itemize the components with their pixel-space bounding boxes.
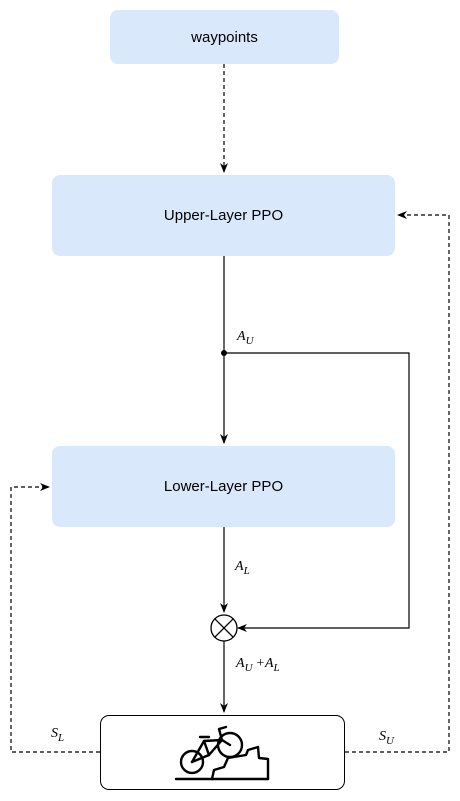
- waypoints-node: waypoints: [110, 10, 339, 64]
- upper-layer-ppo-node: Upper-Layer PPO: [52, 175, 395, 256]
- circle-cross-icon: [210, 614, 238, 642]
- label-au: AU: [236, 329, 255, 347]
- label-sl: SL: [51, 726, 64, 744]
- label-su: SU: [379, 729, 395, 747]
- label-al: AL: [234, 559, 250, 577]
- bicycle-terrain-icon: [174, 725, 270, 781]
- lower-layer-ppo-label: Lower-Layer PPO: [163, 478, 284, 495]
- edge-su-feedback: [345, 211, 450, 753]
- upper-layer-ppo-label: Upper-Layer PPO: [163, 207, 284, 224]
- edge-au-to-combiner: [224, 352, 410, 632]
- waypoints-label: waypoints: [191, 28, 258, 46]
- lower-layer-ppo-node: Lower-Layer PPO: [52, 446, 395, 527]
- label-sum: AU+AL: [235, 656, 280, 674]
- edge-sl-feedback: [10, 483, 100, 753]
